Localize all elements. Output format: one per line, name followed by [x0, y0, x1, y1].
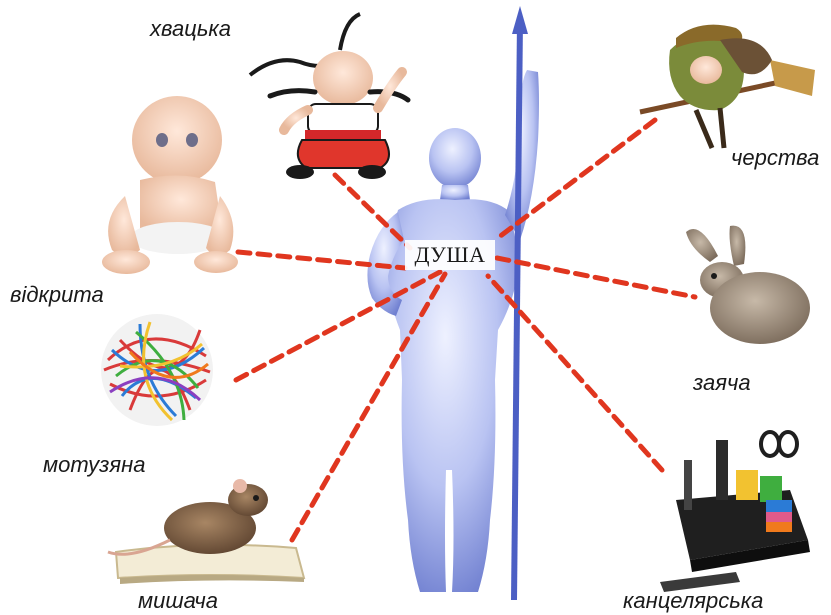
cossack-illustration: [250, 14, 408, 179]
rabbit-photo: [686, 226, 810, 344]
label-top-right: черства: [731, 145, 819, 171]
label-top-left: хвацька: [150, 16, 231, 42]
line-right-middle: [497, 258, 695, 297]
label-bottom-left: мишача: [138, 588, 218, 614]
tangled-rubber-bands-photo: [101, 314, 213, 426]
label-left-upper: відкрита: [10, 282, 104, 308]
label-left-middle: мотузяна: [43, 452, 145, 478]
baby-photo: [102, 96, 238, 274]
label-bottom-right: канцелярська: [623, 588, 763, 614]
soul-label: ДУША: [405, 240, 495, 270]
label-right-middle: заяча: [693, 370, 751, 396]
desk-organizer-photo: [660, 432, 810, 592]
witch-on-broom-illustration: [640, 25, 815, 148]
mouse-on-book-photo: [108, 479, 304, 584]
